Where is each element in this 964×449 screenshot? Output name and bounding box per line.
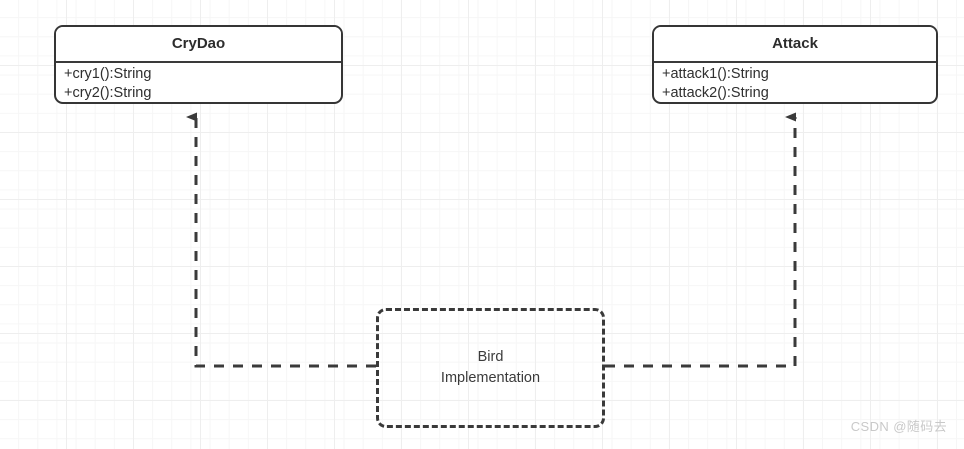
- class-title-crydao: CryDao: [56, 27, 341, 63]
- watermark: CSDN @随码去: [850, 419, 947, 434]
- class-methods-crydao: +cry1():String +cry2():String: [56, 63, 341, 102]
- uml-class-crydao[interactable]: CryDao +cry1():String +cry2():String: [54, 25, 343, 104]
- note-label: Bird Implementation: [440, 349, 541, 386]
- note-bird-implementation[interactable]: Bird Implementation: [376, 308, 605, 428]
- class-title-attack: Attack: [654, 27, 936, 63]
- class-method: +cry2():String: [64, 85, 152, 101]
- connector-bird-to-attack: [605, 112, 797, 368]
- class-methods-attack: +attack1():String +attack2():String: [654, 63, 936, 102]
- class-method: +cry1():String: [64, 66, 152, 82]
- uml-class-attack[interactable]: Attack +attack1():String +attack2():Stri…: [652, 25, 938, 104]
- connector-bird-to-crydao: [186, 112, 376, 368]
- class-method: +attack2():String: [662, 85, 769, 101]
- class-method: +attack1():String: [662, 66, 769, 82]
